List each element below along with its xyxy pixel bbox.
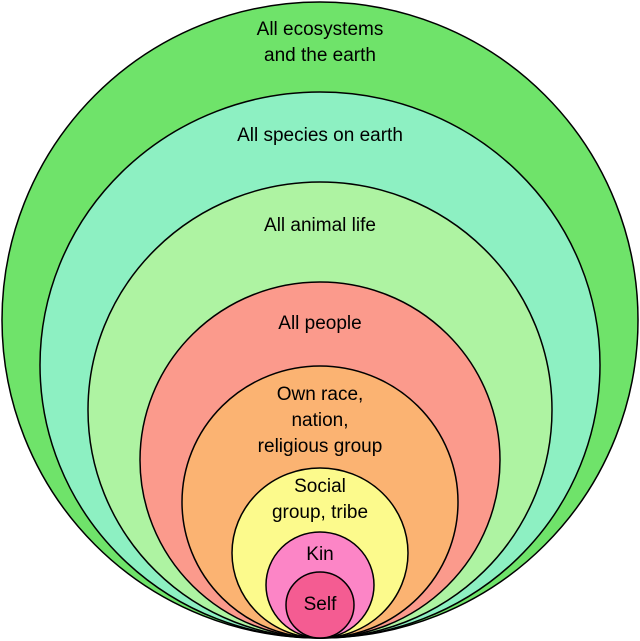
label-animal-line-1: All animal life bbox=[264, 215, 376, 236]
label-social: Social group, tribe bbox=[0, 474, 640, 526]
label-race: Own race, nation, religious group bbox=[0, 382, 640, 460]
label-race-line-3: religious group bbox=[257, 436, 383, 457]
label-people: All people bbox=[0, 311, 640, 337]
label-self-line-1: Self bbox=[303, 594, 337, 615]
label-ecosystems: All ecosystems and the earth bbox=[0, 17, 640, 69]
label-social-line-1: Social bbox=[294, 476, 346, 497]
label-animal: All animal life bbox=[0, 213, 640, 239]
label-social-line-2: group, tribe bbox=[271, 502, 369, 523]
label-self: Self bbox=[0, 592, 640, 618]
label-ecosystems-line-2: and the earth bbox=[264, 45, 376, 66]
label-kin-line-1: Kin bbox=[306, 544, 334, 565]
label-race-line-2: nation, bbox=[291, 410, 349, 431]
ring-self bbox=[285, 571, 355, 639]
label-race-line-1: Own race, bbox=[276, 384, 364, 405]
label-kin: Kin bbox=[0, 542, 640, 568]
label-ecosystems-line-1: All ecosystems bbox=[256, 19, 384, 40]
label-species-line-1: All species on earth bbox=[237, 125, 403, 146]
label-people-line-1: All people bbox=[278, 313, 362, 334]
label-species: All species on earth bbox=[0, 123, 640, 149]
